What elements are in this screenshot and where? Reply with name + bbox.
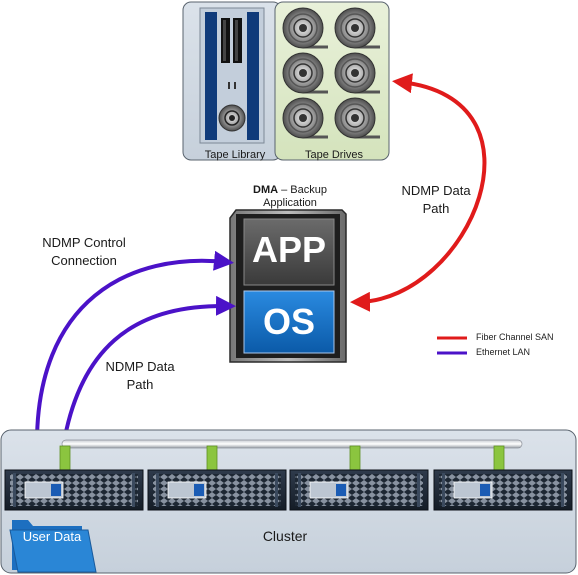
legend-label-lan: Ethernet LAN (476, 347, 531, 357)
cluster-node (289, 445, 429, 511)
lan-data-path-label: NDMP Data Path (105, 359, 175, 392)
cluster-node (4, 445, 144, 511)
user-data-label: User Data (22, 529, 82, 544)
control-connection-arrow (26, 250, 234, 456)
san-data-path-arrow (350, 73, 487, 312)
tape-drives-label: Tape Drives (304, 149, 364, 161)
tape-reel-icon (282, 52, 328, 94)
tape-reel-icon (282, 97, 328, 139)
tape-reel-icon (334, 7, 380, 49)
dma-title-bold: DMA (253, 184, 279, 196)
dma-server (229, 209, 347, 363)
user-data-folder (9, 520, 97, 573)
os-label: OS (262, 301, 315, 342)
tape-reel-icon (282, 7, 328, 49)
cluster-label: Cluster (262, 528, 308, 544)
cluster (0, 429, 577, 574)
cluster-node (433, 445, 573, 511)
dma-title-rest: – Backup Application (263, 184, 327, 209)
app-label: APP (251, 229, 327, 270)
legend-label-san: Fiber Channel SAN (476, 332, 554, 342)
tape-library-label: Tape Library (204, 149, 266, 161)
tape-library (182, 1, 282, 161)
legend (437, 336, 467, 355)
cluster-nodes (4, 445, 573, 511)
cluster-node (147, 445, 287, 511)
dma-title: DMA – Backup Application (238, 184, 342, 210)
san-data-path-label: NDMP Data Path (401, 183, 471, 216)
control-connection-label: NDMP Control Connection (42, 235, 126, 268)
